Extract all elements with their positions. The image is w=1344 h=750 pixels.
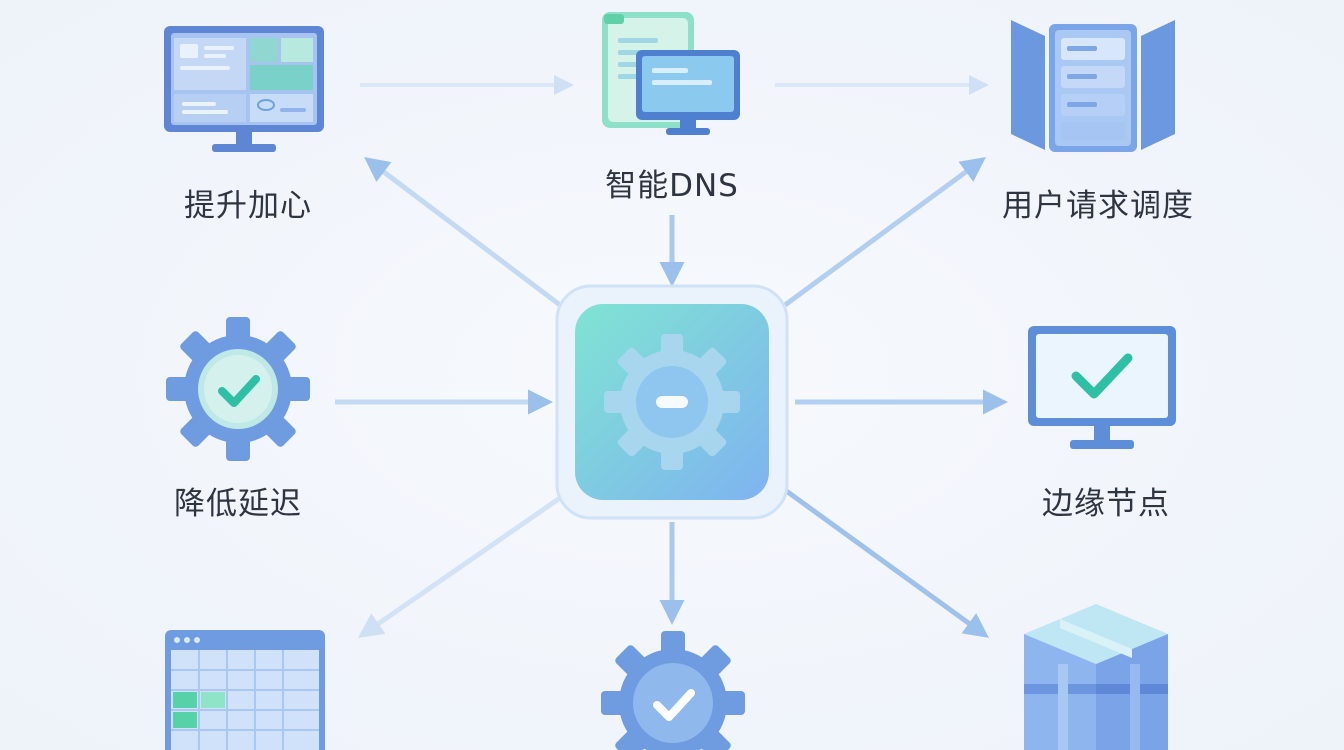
- label-middle-right: 边缘节点: [1042, 486, 1170, 522]
- server-rack-icon: [1011, 20, 1175, 152]
- arrow-center-to-top-right: [783, 157, 987, 308]
- arrow-center-to-top-left: [364, 156, 562, 307]
- gear-check-icon: [166, 317, 310, 461]
- gear-check-icon-bottom: [601, 631, 745, 750]
- label-top-right: 用户请求调度: [1002, 188, 1194, 224]
- document-monitor-icon: [602, 12, 740, 135]
- label-top-center: 智能DNS: [605, 168, 739, 204]
- central-gear-icon: [555, 284, 789, 520]
- monitor-check-icon: [1028, 326, 1176, 449]
- spreadsheet-window-icon: [165, 630, 325, 750]
- dashboard-monitor-icon: [164, 26, 324, 152]
- arrow-center-to-bottom-left: [357, 495, 562, 638]
- label-top-left: 提升加心: [184, 188, 312, 224]
- arrow-center-to-bottom-right: [783, 487, 990, 638]
- label-middle-left: 降低延迟: [174, 486, 302, 522]
- cube-icon: [1024, 604, 1168, 750]
